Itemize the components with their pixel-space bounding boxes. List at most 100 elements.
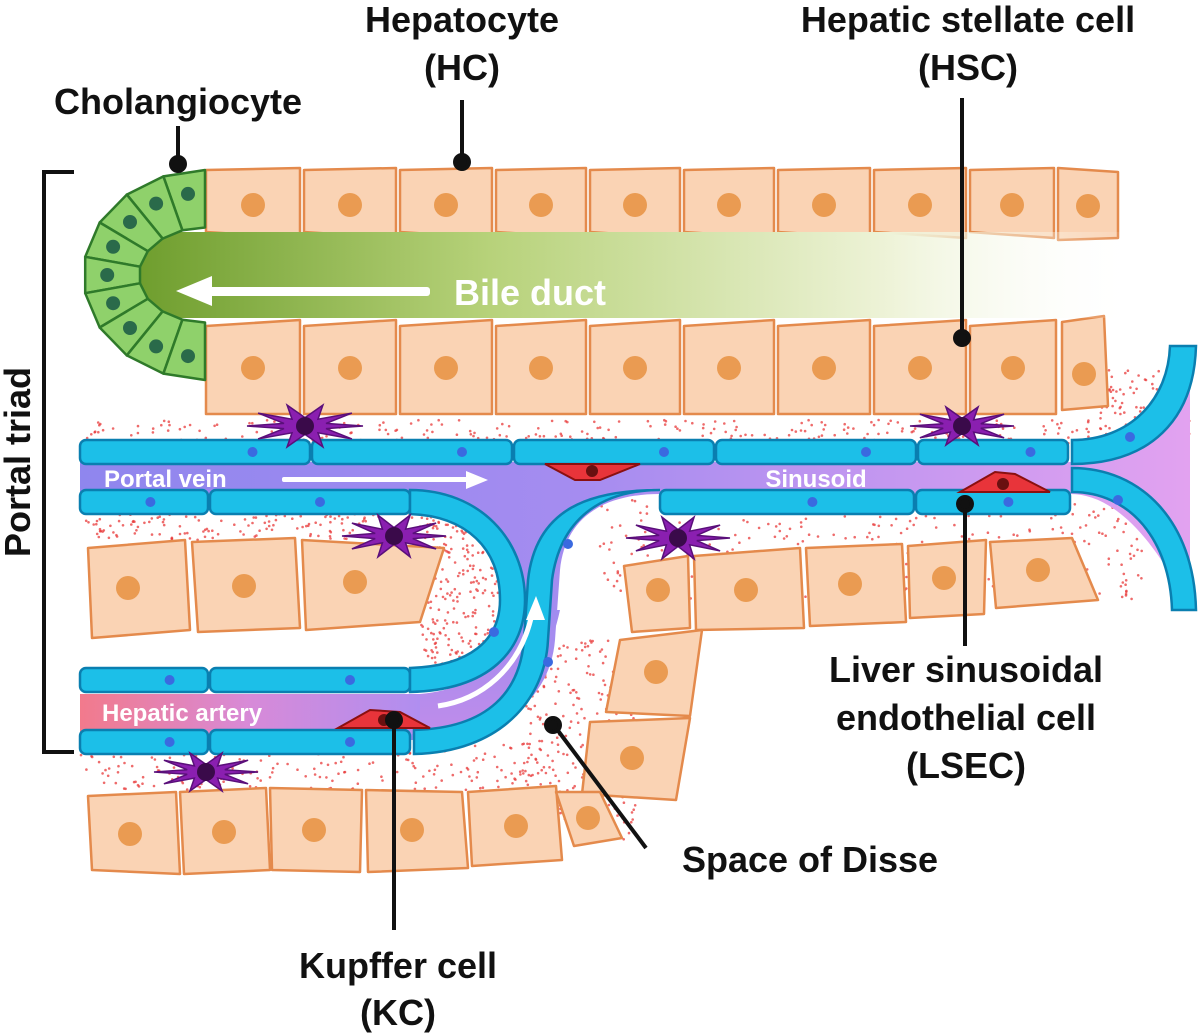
disse-dot — [462, 611, 466, 615]
disse-dot — [575, 691, 578, 694]
cholangiocytes — [83, 168, 207, 382]
disse-dot — [557, 750, 560, 754]
disse-dot — [259, 759, 263, 762]
disse-dot — [564, 660, 567, 663]
hepatocyte-nucleus — [118, 822, 142, 846]
cholangiocyte-nucleus — [181, 349, 195, 364]
disse-dot — [987, 577, 990, 581]
disse-dot — [461, 537, 465, 540]
disse-dot — [607, 428, 610, 432]
disse-dot — [328, 529, 332, 533]
disse-dot — [1099, 411, 1103, 415]
disse-dot — [527, 435, 530, 438]
disse-dot — [790, 428, 794, 432]
disse-dot — [521, 743, 524, 746]
disse-dot — [1117, 517, 1120, 521]
disse-dot — [1056, 432, 1060, 435]
disse-dot — [986, 531, 990, 534]
disse-dot — [971, 533, 974, 536]
hepatocyte-nucleus — [717, 193, 741, 217]
disse-dot — [612, 584, 616, 588]
disse-dot — [136, 424, 140, 428]
disse-dot — [550, 419, 554, 423]
disse-dot — [329, 520, 332, 524]
disse-dot — [490, 591, 494, 595]
lsec-nucleus — [563, 539, 573, 549]
disse-dot — [447, 637, 451, 641]
lsec-curve — [408, 488, 527, 694]
disse-dot — [450, 648, 454, 652]
disse-dot — [456, 650, 460, 653]
disse-dot — [536, 715, 540, 719]
disse-dot — [632, 808, 635, 811]
disse-dot — [426, 436, 430, 440]
disse-dot — [465, 548, 469, 552]
disse-dot — [428, 769, 431, 773]
disse-dot — [536, 761, 539, 764]
disse-dot — [843, 422, 846, 426]
disse-dot — [461, 547, 465, 550]
hepatocyte-nucleus — [838, 572, 862, 596]
disse-dot — [472, 759, 476, 762]
disse-dot — [248, 421, 251, 425]
disse-dot — [299, 514, 303, 518]
disse-dot — [87, 521, 90, 524]
disse-dot — [846, 426, 850, 429]
disse-dot — [265, 527, 268, 531]
disse-dot — [1097, 514, 1100, 517]
disse-dot — [267, 520, 271, 523]
disse-dot — [457, 419, 461, 422]
disse-dot — [467, 642, 471, 645]
disse-dot — [1087, 430, 1090, 434]
disse-dot — [1087, 435, 1090, 439]
disse-dot — [313, 767, 316, 771]
disse-dot — [502, 743, 506, 747]
lsec-nucleus — [345, 737, 355, 747]
disse-dot — [95, 532, 99, 536]
disse-dot — [1132, 391, 1136, 395]
disse-dot — [425, 638, 428, 641]
disse-dot — [934, 436, 937, 440]
disse-dot — [1050, 419, 1054, 422]
disse-dot — [343, 770, 347, 774]
disse-dot — [481, 758, 485, 761]
disse-dot — [1132, 554, 1136, 558]
bile-flow-arrow — [176, 276, 430, 306]
disse-dot — [1110, 375, 1114, 379]
disse-dot — [730, 434, 733, 438]
disse-dot — [272, 523, 275, 527]
disse-dot — [452, 620, 455, 624]
disse-dot — [1129, 557, 1133, 560]
lsec-segment — [208, 666, 412, 694]
disse-dot — [539, 783, 542, 786]
disse-dot — [538, 435, 542, 438]
hepatocyte-nucleus — [908, 356, 932, 380]
disse-dot — [601, 661, 605, 665]
disse-dot — [291, 517, 294, 520]
disse-dot — [1107, 369, 1111, 372]
disse-dot — [1140, 577, 1143, 580]
disse-dot — [378, 423, 382, 427]
disse-dot — [440, 779, 444, 782]
disse-dot — [894, 517, 898, 521]
disse-dot — [595, 712, 599, 715]
disse-dot — [98, 530, 102, 533]
lsec-segment — [914, 488, 1072, 516]
disse-dot — [734, 428, 737, 432]
disse-dot — [319, 523, 322, 527]
disse-dot — [1099, 417, 1102, 420]
disse-dot — [1114, 399, 1117, 403]
disse-dot — [85, 436, 89, 440]
disse-dot — [296, 527, 299, 530]
disse-dot — [1050, 516, 1053, 520]
disse-dot — [507, 424, 511, 428]
disse-dot — [432, 519, 435, 522]
disse-dot — [430, 656, 434, 660]
disse-dot — [709, 431, 713, 435]
stellate-cells — [153, 403, 1015, 793]
disse-dot — [587, 665, 590, 668]
disse-dot — [872, 423, 876, 427]
disse-dot — [509, 746, 512, 750]
disse-dot — [434, 646, 438, 649]
disse-dot — [905, 562, 908, 566]
